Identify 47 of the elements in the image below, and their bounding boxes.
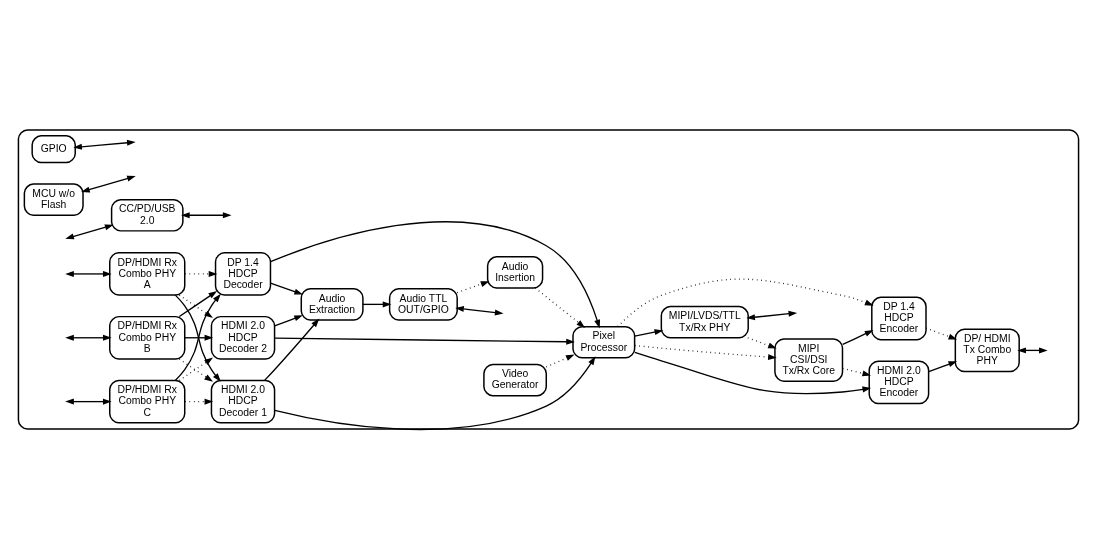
- arrow: [181, 212, 232, 219]
- node-box: DP/HDMI Rx Combo PHY C: [109, 379, 186, 424]
- arrow: [362, 301, 392, 308]
- node-box: DP 1.4 HDCP Encoder: [871, 296, 927, 341]
- node-box: DP/HDMI Rx Combo PHY B: [109, 315, 186, 360]
- arrow: [534, 287, 586, 328]
- node-box: Audio Extraction: [300, 288, 364, 321]
- node-box: DP/HDMI Rx Combo PHY A: [109, 252, 186, 296]
- node-box: Audio Insertion: [486, 256, 544, 289]
- node-box: Audio TTL OUT/GPIO: [388, 288, 458, 321]
- node-box: MIPI CSI/DSI Tx/Rx Core: [774, 338, 844, 382]
- arrow: [273, 315, 303, 327]
- arrow: [634, 351, 872, 395]
- node-box: Pixel Processor: [572, 325, 636, 359]
- arrow: [65, 334, 112, 341]
- arrow: [269, 282, 303, 295]
- arrow: [456, 281, 490, 294]
- arrow: [928, 361, 958, 373]
- arrow: [274, 337, 575, 345]
- node-box: Video Generator: [483, 363, 547, 397]
- node-box: MIPI/LVDS/TTL Tx/Rx PHY: [660, 305, 749, 339]
- arrow: [65, 398, 112, 405]
- node-box: MCU w/o Flash: [23, 183, 84, 216]
- node-box: GPIO: [31, 135, 76, 164]
- arrow: [634, 344, 777, 361]
- arrow: [455, 305, 504, 316]
- arrow: [65, 224, 114, 240]
- node-box: CC/PD/USB 2.0: [110, 198, 184, 232]
- node-box: DP/ HDMI Tx Combo PHY: [954, 328, 1020, 373]
- node-box: HDMI 2.0 HDCP Decoder 1: [210, 379, 276, 424]
- arrow: [184, 398, 214, 405]
- arrow: [842, 330, 874, 346]
- arrow: [65, 270, 112, 277]
- node-box: HDMI 2.0 HDCP Encoder: [868, 360, 930, 405]
- arrow: [747, 337, 777, 349]
- node-box: DP 1.4 HDCP Decoder: [214, 252, 272, 296]
- node-box: HDMI 2.0 HDCP Decoder 2: [210, 315, 276, 360]
- arrow: [184, 334, 214, 341]
- arrow: [746, 310, 798, 321]
- arrow: [925, 327, 958, 340]
- arrow: [264, 318, 320, 381]
- arrow: [73, 139, 136, 150]
- arrow: [269, 221, 601, 329]
- arrow: [81, 175, 136, 193]
- arrow: [184, 270, 218, 277]
- arrow: [617, 278, 874, 328]
- arrow: [634, 329, 664, 337]
